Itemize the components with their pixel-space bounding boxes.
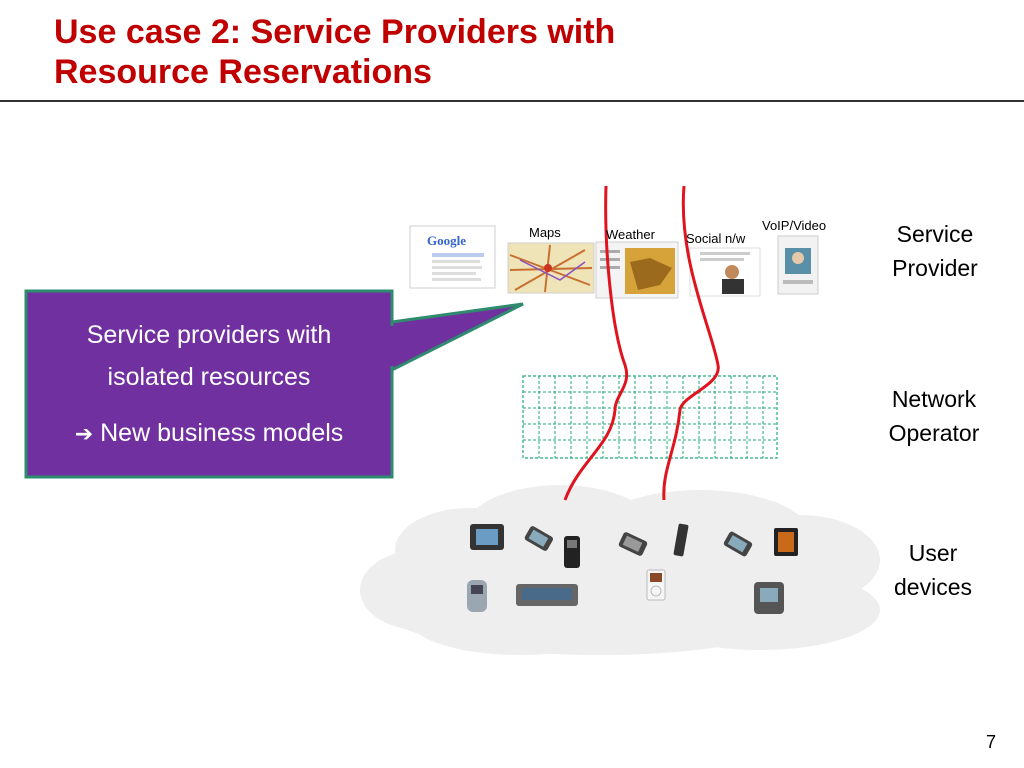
voip-video-screenshot bbox=[777, 235, 819, 295]
weather-label: Weather bbox=[606, 227, 655, 242]
title-divider bbox=[0, 100, 1024, 102]
service-provider-label-line-1: Service bbox=[896, 221, 974, 247]
slice-line-right bbox=[662, 185, 720, 501]
smartphone-device-icon-2 bbox=[618, 532, 648, 556]
social-network-label: Social n/w bbox=[686, 231, 746, 246]
google-screenshot: Google bbox=[409, 225, 496, 289]
callout-line-1: Service providers with bbox=[86, 321, 332, 349]
google-logo: Google bbox=[427, 233, 466, 248]
callout-box bbox=[24, 289, 524, 479]
page-number: 7 bbox=[985, 732, 996, 752]
ipod-device-icon bbox=[646, 569, 666, 601]
callout-line-3-row: ➔ New business models bbox=[30, 412, 388, 456]
slide-title-line-2: Resource Reservations bbox=[54, 53, 432, 91]
callout-text: Service providers with isolated resource… bbox=[30, 314, 388, 456]
service-provider-label: Service Provider bbox=[870, 217, 1000, 285]
slim-phone-icon bbox=[673, 523, 689, 557]
user-devices-label-line-1: User bbox=[908, 540, 958, 566]
voip-video-label: VoIP/Video bbox=[762, 218, 827, 233]
maps-screenshot bbox=[507, 242, 595, 294]
slide-title-line-1: Use case 2: Service Providers with bbox=[54, 13, 616, 51]
network-grid bbox=[522, 375, 778, 459]
slide-title: Use case 2: Service Providers with Resou… bbox=[54, 12, 954, 92]
user-devices bbox=[467, 523, 798, 614]
candybar-phone-icon bbox=[564, 536, 580, 568]
callout-line-3: New business models bbox=[100, 419, 344, 447]
network-operator-label: Network Operator bbox=[866, 382, 1002, 450]
user-devices-label-line-2: devices bbox=[894, 574, 972, 600]
social-network-screenshot bbox=[689, 247, 761, 297]
maps-label: Maps bbox=[529, 225, 561, 240]
pda-device-icon bbox=[754, 582, 784, 614]
service-provider-label-line-2: Provider bbox=[892, 255, 978, 281]
communicator-device-icon bbox=[516, 584, 578, 606]
user-devices-cloud bbox=[360, 485, 880, 655]
right-arrow-icon: ➔ bbox=[74, 422, 94, 447]
network-operator-label-line-1: Network bbox=[891, 386, 977, 412]
user-devices-label: User devices bbox=[868, 536, 998, 604]
feature-phone-icon bbox=[467, 580, 487, 612]
smartphone-device-icon bbox=[524, 526, 554, 551]
smartphone-device-icon-3 bbox=[723, 531, 753, 557]
media-player-icon bbox=[774, 528, 798, 556]
tablet-device-icon bbox=[470, 524, 504, 550]
slice-line-left bbox=[563, 185, 629, 501]
network-operator-label-line-2: Operator bbox=[888, 420, 980, 446]
callout-line-2: isolated resources bbox=[107, 363, 311, 391]
